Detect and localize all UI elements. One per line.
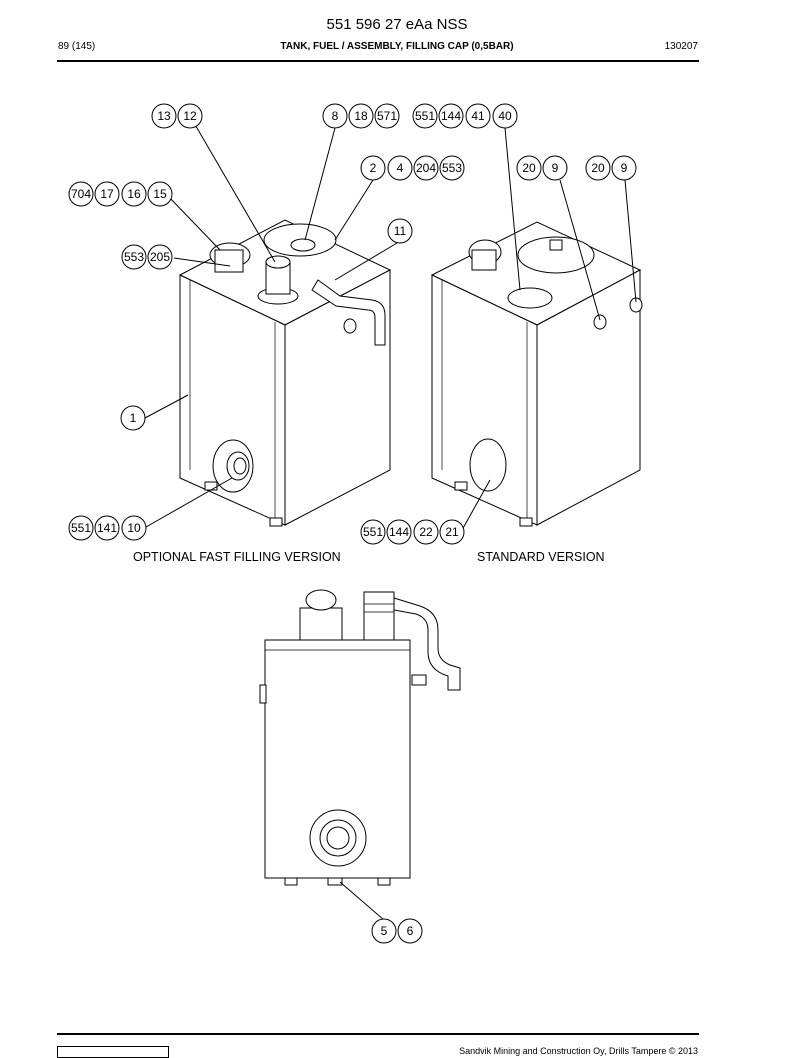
balloon-18: 18: [348, 103, 374, 129]
balloon-204: 204: [413, 155, 439, 181]
balloon-553-b: 553: [121, 244, 147, 270]
balloon-141: 141: [94, 515, 120, 541]
balloon-551-c: 551: [360, 519, 386, 545]
svg-text:22: 22: [419, 525, 433, 539]
balloon-21: 21: [439, 519, 465, 545]
tank-standard: [430, 221, 643, 527]
svg-text:9: 9: [552, 161, 559, 175]
svg-text:204: 204: [416, 161, 436, 175]
svg-text:571: 571: [377, 109, 397, 123]
svg-text:12: 12: [183, 109, 197, 123]
caption-fast-filling: OPTIONAL FAST FILLING VERSION: [133, 550, 341, 564]
balloon-9-b: 9: [611, 155, 637, 181]
balloon-704: 704: [68, 181, 94, 207]
balloon-9-a: 9: [542, 155, 568, 181]
balloon-551-b: 551: [68, 515, 94, 541]
svg-text:17: 17: [100, 187, 114, 201]
balloon-551-a: 551: [412, 103, 438, 129]
svg-text:205: 205: [150, 250, 170, 264]
svg-text:6: 6: [407, 924, 414, 938]
svg-text:18: 18: [354, 109, 368, 123]
balloon-553-a: 553: [439, 155, 465, 181]
svg-text:2: 2: [370, 161, 377, 175]
svg-text:144: 144: [441, 109, 461, 123]
balloon-40: 40: [492, 103, 518, 129]
svg-text:15: 15: [153, 187, 167, 201]
svg-text:551: 551: [71, 521, 91, 535]
balloon-571: 571: [374, 103, 400, 129]
document-title: 551 596 27 eAa NSS: [326, 16, 468, 33]
tank-front-view: [259, 589, 461, 886]
balloon-144-b: 144: [386, 519, 412, 545]
tank-fast-filling: [178, 219, 392, 527]
balloon-13: 13: [151, 103, 177, 129]
svg-text:1: 1: [130, 411, 137, 425]
balloon-20-b: 20: [585, 155, 611, 181]
balloon-4: 4: [387, 155, 413, 181]
page-number: 89 (145): [58, 41, 96, 52]
date-code: 130207: [664, 41, 698, 52]
balloon-20-a: 20: [516, 155, 542, 181]
balloon-41: 41: [465, 103, 491, 129]
balloon-15: 15: [147, 181, 173, 207]
svg-text:141: 141: [97, 521, 117, 535]
svg-text:10: 10: [127, 521, 141, 535]
svg-text:144: 144: [389, 525, 409, 539]
svg-text:553: 553: [124, 250, 144, 264]
svg-text:9: 9: [621, 161, 628, 175]
svg-text:40: 40: [498, 109, 512, 123]
header-rule: [57, 60, 699, 62]
balloon-8: 8: [322, 103, 348, 129]
balloon-22: 22: [413, 519, 439, 545]
balloon-1: 1: [120, 405, 146, 431]
svg-text:551: 551: [363, 525, 383, 539]
balloon-5: 5: [371, 918, 397, 944]
balloon-11: 11: [387, 218, 413, 244]
balloon-17: 17: [94, 181, 120, 207]
svg-text:5: 5: [381, 924, 388, 938]
svg-text:20: 20: [522, 161, 536, 175]
section-title: TANK, FUEL / ASSEMBLY, FILLING CAP (0,5B…: [280, 41, 514, 52]
balloon-144-a: 144: [438, 103, 464, 129]
company-logo: [57, 1046, 169, 1058]
balloon-205: 205: [147, 244, 173, 270]
svg-text:21: 21: [445, 525, 459, 539]
svg-text:20: 20: [591, 161, 605, 175]
svg-text:41: 41: [471, 109, 485, 123]
leader-lines: [144, 115, 637, 921]
svg-text:704: 704: [71, 187, 91, 201]
balloon-6: 6: [397, 918, 423, 944]
balloon-16: 16: [121, 181, 147, 207]
footer-rule: [57, 1033, 699, 1035]
svg-text:4: 4: [397, 161, 404, 175]
balloon-2: 2: [360, 155, 386, 181]
svg-text:16: 16: [127, 187, 141, 201]
svg-text:11: 11: [394, 224, 407, 238]
caption-standard: STANDARD VERSION: [477, 550, 605, 564]
svg-text:8: 8: [332, 109, 339, 123]
balloon-10: 10: [121, 515, 147, 541]
svg-text:13: 13: [157, 109, 171, 123]
footer-copyright: Sandvik Mining and Construction Oy, Dril…: [459, 1046, 698, 1056]
balloon-12: 12: [177, 103, 203, 129]
svg-text:553: 553: [442, 161, 462, 175]
svg-text:551: 551: [415, 109, 435, 123]
